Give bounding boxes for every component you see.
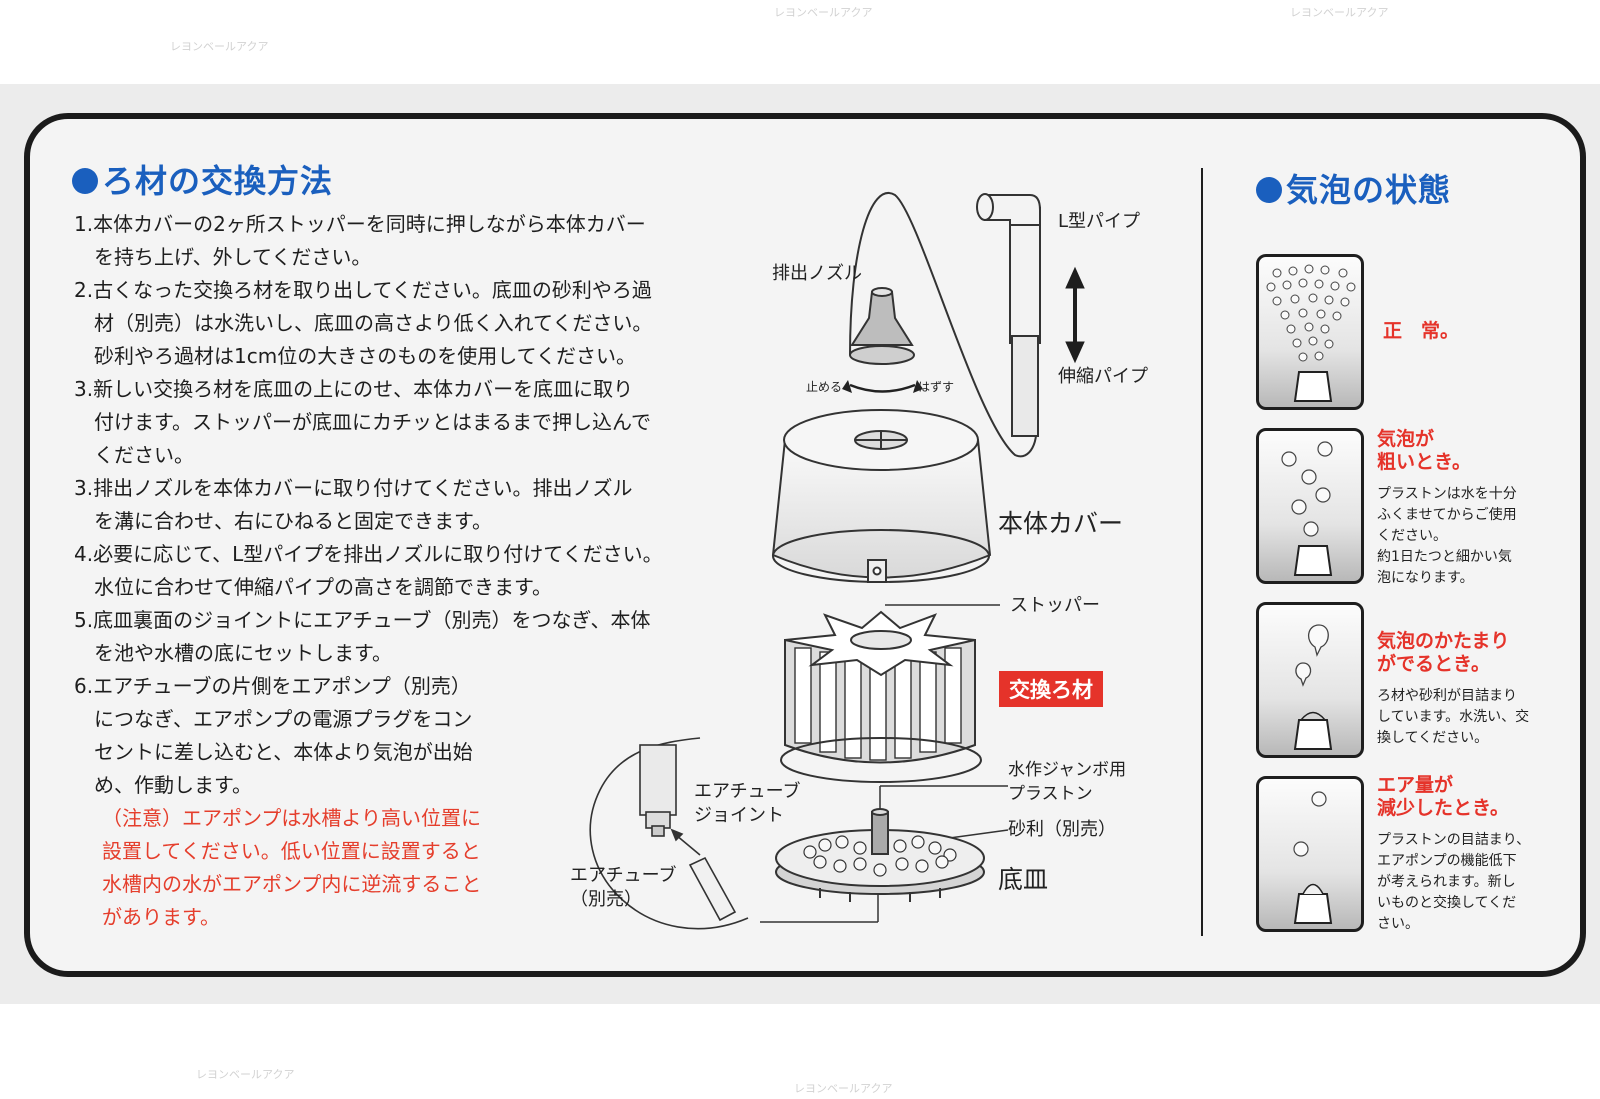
joint-label: エアチューブ ジョイント: [694, 781, 801, 826]
bubble-illustration-reduced: [1256, 776, 1364, 932]
double-arrow-icon: [1065, 266, 1085, 364]
bullet-icon: [72, 168, 98, 194]
bubble-illustration-coarse: [1256, 428, 1364, 584]
media-replacement-heading: ろ材の交換方法: [72, 156, 333, 202]
rotation-arrow-icon: [849, 383, 916, 393]
bubble-state-heading: 気泡の状態: [1256, 165, 1451, 211]
step-item: 2.古くなった交換ろ材を取り出してください。底皿の砂利やろ過 材（別売）は水洗い…: [74, 278, 653, 368]
bubbles-fine-icon: [1266, 264, 1356, 402]
cover-label: 本体カバー: [998, 509, 1124, 538]
bullet-icon: [1256, 177, 1282, 203]
step-item: 5.底皿裏面のジョイントにエアチューブ（別売）をつなぎ、本体 を池や水槽の底にセ…: [74, 608, 651, 665]
bubbles-clump-icon: [1293, 624, 1333, 750]
watermark: レヨンベールアクア: [196, 1068, 295, 1081]
state-clump-desc: ろ材や砂利が目詰まり しています。水洗い、交 換してください。: [1377, 688, 1530, 746]
watermark: レヨンベールアクア: [1290, 6, 1389, 19]
step-item: 1.本体カバーの2ヶ所ストッパーを同時に押しながら本体カバー を持ち上げ、外して…: [74, 212, 646, 269]
state-coarse-title: 気泡が 粗いとき。: [1377, 428, 1472, 473]
stopper-label: ストッパー: [1010, 595, 1100, 616]
caution-note: （注意）エアポンプは水槽より高い位置に 設置してください。低い位置に設置すると …: [102, 806, 482, 929]
gravel-label: 砂利（別売）: [1008, 819, 1116, 840]
extension-pipe-label: 伸縮パイプ: [1058, 366, 1148, 387]
plastone-label: 水作ジャンボ用 プラストン: [1008, 760, 1127, 804]
bottom-tray: [775, 808, 985, 902]
state-clump-title: 気泡のかたまり がでるとき。: [1377, 630, 1510, 675]
tube-label: エアチューブ （別売）: [570, 865, 677, 910]
bubbles-coarse-icon: [1281, 441, 1333, 576]
state-coarse-desc: プラストンは水を十分 ふくませてからご使用 ください。 約1日たつと細かい気 泡…: [1377, 486, 1517, 586]
air-hose: [849, 192, 1038, 458]
replacement-media-tag: 交換ろ材: [999, 671, 1103, 707]
step-item: 4.必要に応じて、L型パイプを排出ノズルに取り付けてください。 水位に合わせて伸…: [74, 542, 663, 599]
state-reduced-desc: プラストンの目詰まり、 エアポンプの機能低下 が考えられます。新し いものと交換…: [1377, 832, 1531, 932]
l-pipe-label: L型パイプ: [1058, 211, 1141, 232]
section-divider: [1201, 168, 1203, 936]
step-item: 3.新しい交換ろ材を底皿の上にのせ、本体カバーを底皿に取り 付けます。ストッパー…: [74, 377, 651, 467]
release-label: はずす: [918, 380, 955, 394]
body-cover: [771, 409, 992, 583]
watermark: レヨンベールアクア: [774, 6, 873, 19]
l-pipe: [976, 193, 1041, 344]
filter-media: [780, 610, 982, 783]
stop-label: 止める: [806, 380, 843, 394]
tray-label: 底皿: [998, 865, 1049, 894]
replacement-steps: 1.本体カバーの2ヶ所ストッパーを同時に押しながら本体カバー を持ち上げ、外して…: [74, 208, 714, 934]
step-item: 6.エアチューブの片側をエアポンプ（別売） につなぎ、エアポンプの電源プラグをコ…: [74, 674, 473, 797]
state-normal-title: 正 常。: [1383, 320, 1460, 342]
watermark: レヨンベールアクア: [170, 40, 269, 53]
watermark: レヨンベールアクア: [794, 1082, 893, 1095]
discharge-nozzle: [849, 287, 915, 365]
state-reduced-title: エア量が 減少したとき。: [1377, 774, 1510, 819]
bubble-illustration-clump: [1256, 602, 1364, 758]
step-item: 3.排出ノズルを本体カバーに取り付けてください。排出ノズル を溝に合わせ、右にひ…: [74, 476, 633, 533]
joint-detail: [589, 737, 749, 930]
bubbles-reduced-icon: [1293, 791, 1333, 924]
extension-pipe: [1011, 335, 1039, 437]
nozzle-label: 排出ノズル: [772, 263, 862, 284]
bubble-illustration-normal: [1256, 254, 1364, 410]
